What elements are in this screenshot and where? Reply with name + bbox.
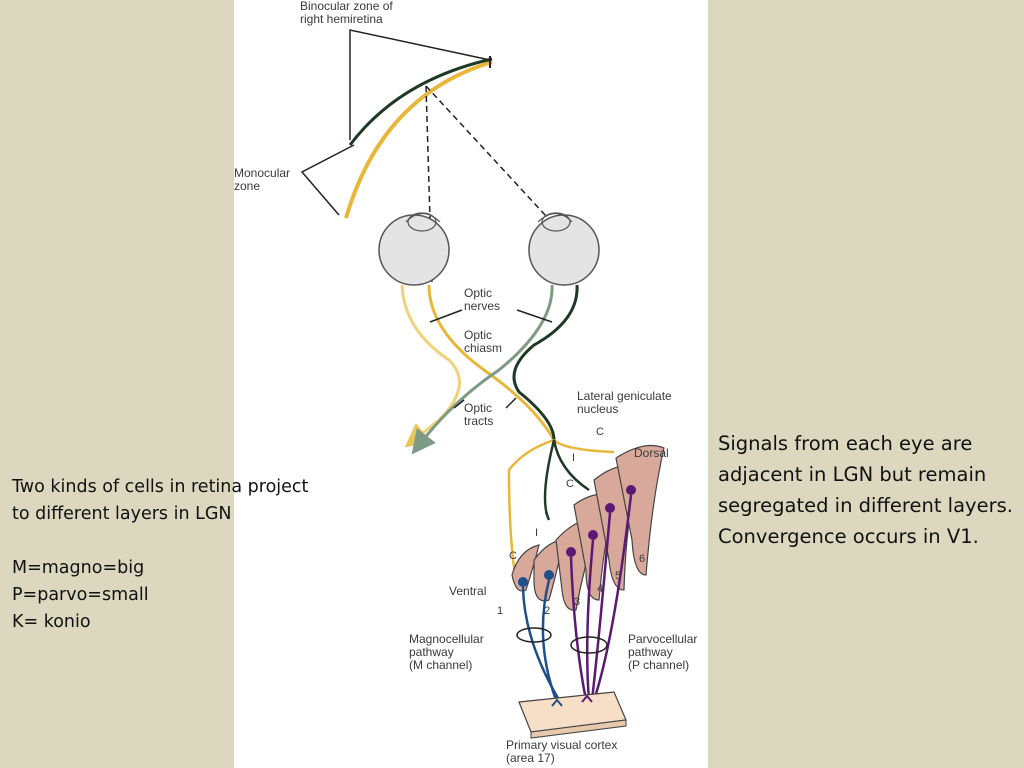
right-eye <box>528 212 600 286</box>
layer-number-4: 4 <box>597 583 604 595</box>
layer-letter-c: C <box>596 426 604 438</box>
label-primary-visual-cortex: Primary visual cortex (area 17) <box>506 738 618 765</box>
label-magnocellular: Magnocellular pathway (M channel) <box>409 632 484 672</box>
left-annotation: Two kinds of cells in retina project to … <box>12 474 308 636</box>
layer-number-6: 6 <box>639 553 646 565</box>
right-annotation-line: Convergence occurs in V1. <box>718 525 979 548</box>
layer-letter-c: C <box>509 550 517 562</box>
layer-letter-c: C <box>566 478 574 490</box>
label-lgn: Lateral geniculate nucleus <box>577 389 672 416</box>
left-annotation-line: M=magno=big <box>12 558 145 578</box>
left-annotation-line: Two kinds of cells in retina project <box>12 477 309 497</box>
magno-ellipse <box>516 627 552 643</box>
right-annotation-line: Signals from each eye are <box>718 432 973 455</box>
label-monocular-zone: Monocular zone <box>234 166 291 193</box>
primary-visual-cortex <box>518 691 627 739</box>
layer-number-3: 3 <box>574 596 581 608</box>
visual-field-arc <box>344 56 493 219</box>
lgn-layers <box>511 445 665 611</box>
parvo-ellipse <box>570 636 608 654</box>
left-annotation-line: K= konio <box>12 612 91 632</box>
left-annotation-line: P=parvo=small <box>12 585 149 605</box>
right-annotation-line: adjacent in LGN but remain <box>718 463 987 486</box>
label-optic-tracts: Optic tracts <box>464 401 494 428</box>
label-binocular-zone: Binocular zone of right hemiretina <box>300 0 393 26</box>
visual-pathway-diagram <box>300 29 665 739</box>
layer-number-1: 1 <box>497 605 504 617</box>
right-annotation: Signals from each eye are adjacent in LG… <box>718 428 1013 552</box>
label-optic-chiasm: Optic chiasm <box>464 328 503 355</box>
layer-letter-i: I <box>535 527 539 539</box>
label-ventral: Ventral <box>449 584 487 598</box>
lgn-afferents <box>507 438 615 581</box>
right-annotation-line: segregated in different layers. <box>718 494 1013 517</box>
optic-fibers <box>400 284 579 455</box>
layer-number-2: 2 <box>544 605 551 617</box>
visual-pathway-figure: Binocular zone of right hemiretina Monoc… <box>234 0 708 768</box>
label-dorsal: Dorsal <box>634 446 669 460</box>
layer-letter-i: I <box>544 505 548 517</box>
label-optic-nerves: Optic nerves <box>464 286 501 313</box>
label-parvocellular: Parvocellular pathway (P channel) <box>628 632 698 672</box>
lgn-cells <box>518 485 636 587</box>
left-eye <box>378 212 450 286</box>
zone-brackets <box>300 29 491 216</box>
layer-number-5: 5 <box>615 570 622 582</box>
label-pointers <box>429 309 553 409</box>
layer-letter-i: I <box>572 452 576 464</box>
left-annotation-line: to different layers in LGN <box>12 504 232 524</box>
